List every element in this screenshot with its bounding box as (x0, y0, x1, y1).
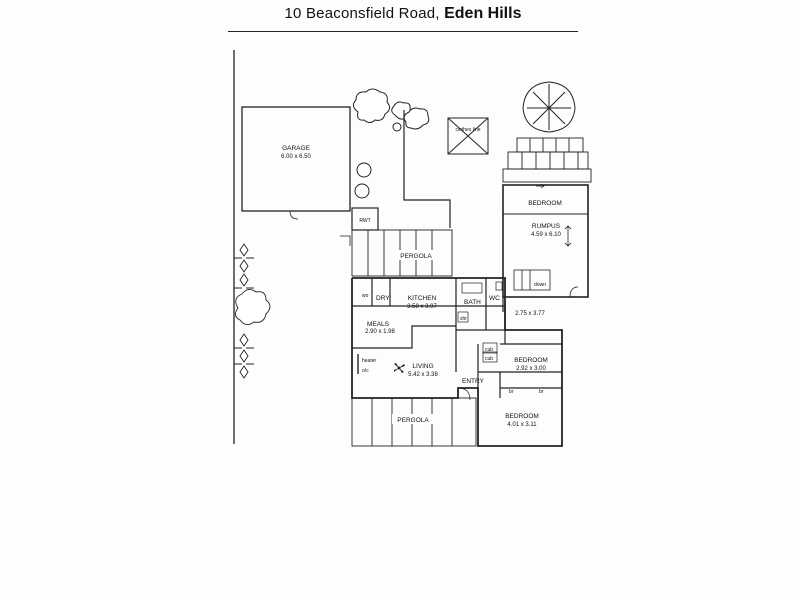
cub-label-1: cub (485, 347, 493, 353)
bedroom-4-size: 2.75 x 3.77 (515, 311, 545, 317)
rumpus-label: RUMPUS (532, 223, 561, 230)
stairs-down (513, 269, 551, 291)
meals-size: 2.90 x 1.98 (365, 329, 395, 335)
rear-wing-walls (502, 184, 589, 312)
kitchen-size: 3.58 x 3.97 (407, 304, 437, 310)
bedroom-2-size: 2.92 x 3.00 (516, 366, 546, 372)
kitchen-label: KITCHEN (408, 295, 437, 302)
shr-label: shr (460, 316, 467, 322)
suburb-text: Eden Hills (444, 5, 522, 22)
address-text: 10 Beaconsfield Road, (284, 5, 440, 22)
rumpus-size: 4.59 x 6.10 (531, 232, 561, 238)
wo-label: wo (362, 293, 369, 299)
meals-label: MEALS (367, 321, 390, 328)
double-arrow-icon (564, 225, 572, 247)
oc-label: o/c (362, 368, 369, 374)
living-size: 5.42 x 3.38 (408, 372, 438, 378)
bedroom-3-label: BEDROOM (505, 413, 539, 420)
cub-label-2: cub (485, 356, 493, 362)
bedroom-top-label: BEDROOM (528, 200, 562, 207)
down-label: down (534, 282, 546, 288)
clothes-line-label: clothes line (455, 127, 480, 133)
interior-walls (352, 278, 562, 398)
pergola-top (340, 229, 453, 277)
fixtures (357, 281, 503, 374)
clothes-line-icon (447, 117, 489, 155)
garage-label: GARAGE (282, 145, 310, 152)
garage-outline (241, 106, 351, 220)
dry-label: DRY (376, 295, 390, 302)
living-label: LIVING (412, 363, 433, 370)
garage-size: 6.00 x 6.50 (281, 154, 311, 160)
paving-steps (502, 137, 592, 183)
pergola-bottom-label: PERGOLA (397, 417, 429, 424)
shrub-icon (234, 243, 271, 379)
outdoor-table-icon (522, 81, 576, 133)
arrow-icon (536, 183, 545, 189)
br-label-1: br (509, 389, 514, 395)
header-rule (228, 31, 578, 32)
br-label-2: br (539, 389, 544, 395)
heater-label: heater (362, 358, 377, 364)
door-swing (569, 286, 579, 298)
ceiling-fan-icon (394, 363, 405, 373)
wc-label: WC (489, 295, 500, 302)
bedroom-2-label: BEDROOM (514, 357, 548, 364)
pergola-top-label: PERGOLA (400, 253, 432, 260)
tree-icon (352, 88, 430, 199)
rwt-label: RWT (359, 218, 370, 224)
bath-label: BATH (464, 299, 481, 306)
bedroom-3-size: 4.01 x 3.11 (507, 422, 537, 428)
plan-header: 10 Beaconsfield Road, Eden Hills (228, 5, 578, 31)
entry-label: ENTRY (462, 378, 485, 385)
